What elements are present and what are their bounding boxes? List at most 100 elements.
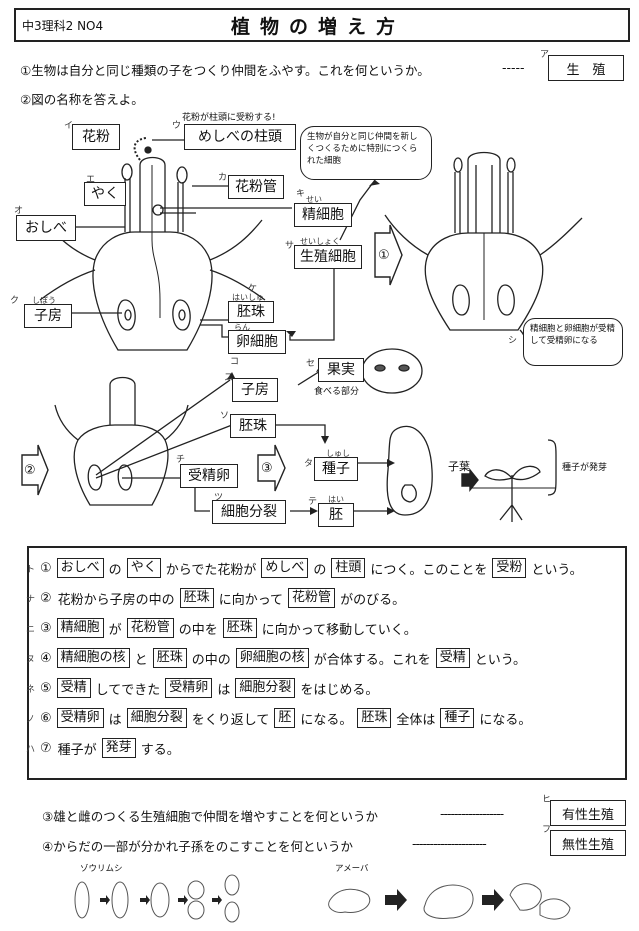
step-3-label: ③ bbox=[261, 461, 273, 476]
answer-a-kana: ア bbox=[540, 50, 550, 60]
amoeba-label: アメーバ bbox=[335, 864, 369, 874]
cotyledon-label: 子葉 bbox=[448, 460, 470, 473]
label-ovule-ruby: はいしゅ bbox=[232, 293, 264, 302]
label-zygote: 受精卵 bbox=[180, 464, 238, 488]
label-egg-cell: 卵細胞 bbox=[228, 330, 286, 354]
answer-box: 精細胞 bbox=[56, 618, 104, 638]
sentence-text: する。 bbox=[140, 742, 180, 758]
label-embryo-ruby: はい bbox=[328, 495, 344, 504]
label-germ-cell-ruby: せいしょく bbox=[300, 237, 340, 246]
answer-hi-kana: ヒ bbox=[542, 795, 552, 805]
sentence-text: 花粉から子房の中の bbox=[57, 592, 175, 608]
answer-box: 卵細胞の核 bbox=[235, 648, 309, 668]
answer-box: 受精 bbox=[56, 678, 91, 698]
germination-label: 種子が発芽 bbox=[562, 463, 608, 473]
question-3-dashes: ------------------ bbox=[440, 806, 504, 821]
label-ko-kana: コ bbox=[230, 357, 240, 367]
answer-box: 受粉 bbox=[492, 558, 527, 578]
sentence-kana: ハ bbox=[26, 744, 36, 755]
label-u-kana: ウ bbox=[172, 121, 182, 131]
header-bar: 中3理科2 NO4 植物の増え方 bbox=[14, 8, 630, 42]
sentence-text: と bbox=[134, 652, 148, 668]
label-stamen: おしべ bbox=[16, 215, 76, 241]
label-ta-kana: タ bbox=[304, 459, 314, 469]
sentence-text: 全体は bbox=[396, 712, 436, 728]
sentence-text: になる。 bbox=[300, 712, 353, 728]
answer-box: おしべ bbox=[56, 558, 104, 578]
answer-box: 胚珠 bbox=[179, 588, 214, 608]
label-se-kana: セ bbox=[306, 359, 316, 369]
sentence-text: の bbox=[313, 562, 327, 578]
sentence-text: をくり返して bbox=[191, 712, 270, 728]
answer-sexual-reproduction: 有性生殖 bbox=[550, 800, 626, 826]
pistil-style bbox=[139, 156, 166, 232]
label-ku-kana: ク bbox=[10, 296, 20, 306]
label-te-kana: テ bbox=[308, 497, 318, 507]
answer-box: 受精 bbox=[435, 648, 470, 668]
label-ovule-2: 胚珠 bbox=[230, 414, 276, 438]
answer-box: 細胞分裂 bbox=[235, 678, 296, 698]
label-seed: 種子 bbox=[314, 457, 358, 481]
answer-box: 花粉管 bbox=[126, 618, 174, 638]
answer-box: 胚珠 bbox=[152, 648, 187, 668]
sentence-text: という。 bbox=[531, 562, 583, 578]
label-so-kana: ソ bbox=[220, 411, 230, 421]
sentence-kana: ナ bbox=[26, 594, 36, 605]
question-4-dashes: --------------------- bbox=[412, 836, 487, 851]
sentence-text: してできた bbox=[95, 682, 161, 698]
label-anther: やく bbox=[84, 182, 126, 206]
flower-receptacle bbox=[92, 231, 213, 351]
sentence-text: をはじめる。 bbox=[300, 682, 379, 698]
label-seed-ruby: しゅし bbox=[326, 449, 350, 458]
label-pollen-tube: 花粉管 bbox=[228, 175, 284, 199]
header-label: 中3理科2 NO4 bbox=[22, 19, 104, 33]
sentence-text: からでた花粉が bbox=[165, 562, 257, 578]
answer-box: 発芽 bbox=[101, 738, 136, 758]
pollination-note: 花粉が柱頭に受粉する! bbox=[182, 113, 276, 123]
label-sperm-cell: 精細胞 bbox=[294, 203, 352, 227]
label-tsu-kana: ツ bbox=[214, 493, 224, 503]
sentence-text: の中の bbox=[191, 652, 231, 668]
label-ovary: 子房 bbox=[24, 304, 72, 328]
sentence-text: ⑦ bbox=[40, 740, 52, 756]
answer-box: 受精卵 bbox=[56, 708, 104, 728]
sentence-kana: ノ bbox=[26, 714, 36, 725]
answer-box: 花粉管 bbox=[288, 588, 336, 608]
answer-asexual-reproduction: 無性生殖 bbox=[550, 830, 626, 856]
label-cell-division: 細胞分裂 bbox=[212, 500, 286, 524]
label-o-kana: オ bbox=[14, 206, 24, 216]
answer-box: 胚珠 bbox=[222, 618, 257, 638]
question-1-dashes: ----- bbox=[502, 60, 525, 75]
sentence-kana: ヌ bbox=[26, 654, 36, 665]
label-ovary-2: 子房 bbox=[232, 378, 278, 402]
label-su-kana: ス bbox=[224, 373, 234, 383]
label-i-kana: イ bbox=[64, 121, 74, 131]
sentence-text: に向かって移動していく。 bbox=[261, 622, 417, 638]
answer-box: 精細胞の核 bbox=[56, 648, 130, 668]
question-3: ③雄と雌のつくる生殖細胞で仲間を増やすことを何というか bbox=[42, 809, 378, 824]
sperm-cell-note-text: 生物が自分と同じ仲間を新しくつくるために特別につくられた細胞 bbox=[307, 132, 418, 166]
sentence-text: ⑥ bbox=[40, 710, 52, 726]
step-2-label: ② bbox=[24, 463, 36, 478]
sentence-text: に向かって bbox=[218, 592, 284, 608]
label-egg-ruby: らん bbox=[234, 323, 250, 332]
sentence-text: の中を bbox=[178, 622, 218, 638]
answer-box: めしべ bbox=[261, 558, 309, 578]
answer-box: やく bbox=[126, 558, 161, 578]
label-ki-kana: キ bbox=[296, 189, 306, 199]
label-e-kana: エ bbox=[86, 175, 96, 185]
label-fruit: 果実 bbox=[318, 358, 364, 382]
sentence-text: という。 bbox=[474, 652, 526, 668]
sentence-text: は bbox=[108, 712, 122, 728]
answer-a: 生 殖 bbox=[548, 55, 624, 81]
label-ke-kana: ケ bbox=[248, 284, 258, 294]
fertilization-note: 精細胞と卵細胞が受精して受精卵になる bbox=[523, 318, 623, 366]
label-sa-kana: サ bbox=[285, 241, 295, 251]
sentence-text: がのびる。 bbox=[340, 592, 406, 608]
